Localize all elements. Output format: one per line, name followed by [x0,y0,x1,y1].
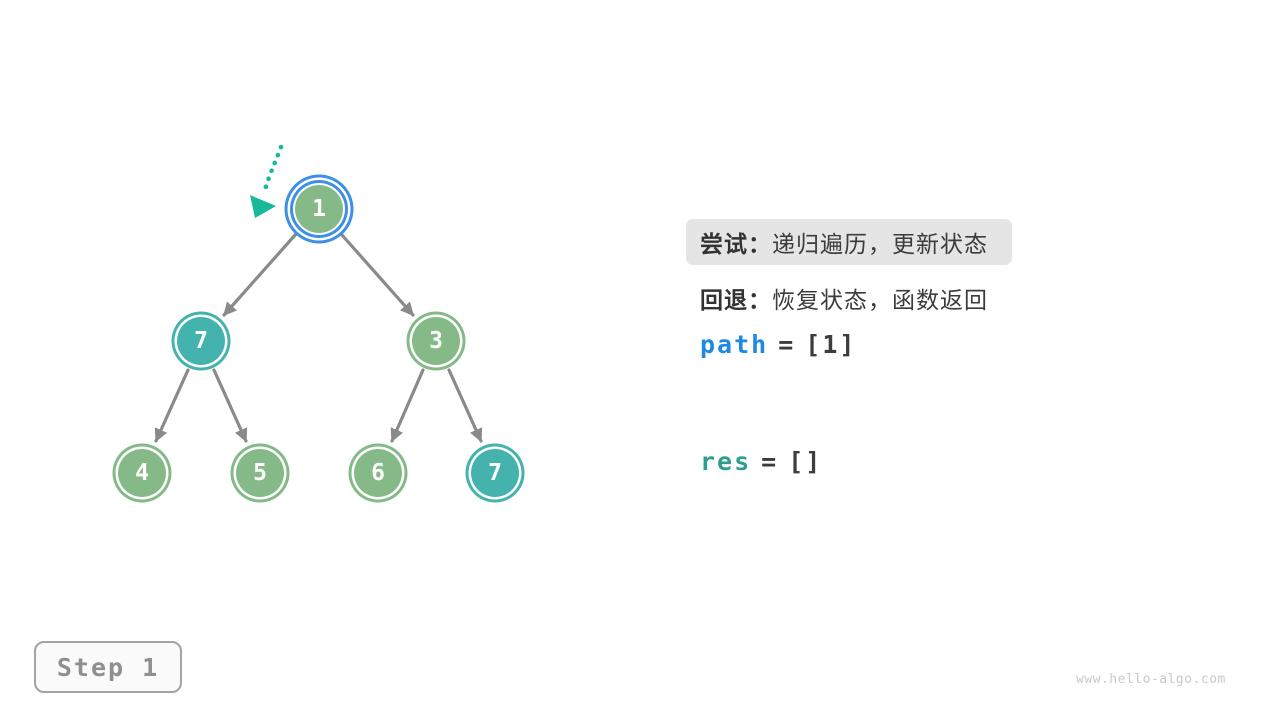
step-badge-label: Step 1 [56,652,160,682]
try-note: 尝试：递归遍历，更新状态 [686,219,1012,265]
tree-edge [212,368,248,443]
back-note-text: 恢复状态，函数返回 [772,287,988,313]
path-variable-line: path = [1] [700,330,856,359]
tree-node: 3 [412,317,460,365]
watermark: www.hello-algo.com [1076,672,1226,687]
node-value: 3 [429,328,443,354]
res-variable-name: res [700,447,752,476]
tree-edge [154,368,190,443]
tree-node: 7 [177,317,225,365]
res-variable-line: res = [] [700,447,822,476]
node-value: 4 [135,460,149,486]
equals-sign: = [778,330,796,359]
current-pointer-arrow [250,144,284,218]
tree-edge [390,368,425,443]
node-value: 5 [253,460,267,486]
node-value: 7 [488,460,502,486]
node-value: 6 [371,460,385,486]
back-note: 回退：恢复状态，函数返回 [700,281,988,315]
tree-node: 7 [471,449,519,497]
tree-node: 6 [354,449,402,497]
path-variable-name: path [700,330,769,359]
try-note-text: 递归遍历，更新状态 [772,231,988,257]
tree-edge [222,232,298,317]
tree-node: 5 [236,449,284,497]
try-note-label: 尝试： [700,231,772,257]
step-badge: Step 1 [34,641,182,693]
path-variable-value: [1] [805,330,857,359]
node-value: 7 [194,328,208,354]
tree-node-root: 1 [295,185,343,233]
tree-edge [447,368,483,443]
back-note-label: 回退： [700,287,772,313]
equals-sign: = [761,447,779,476]
tree-node: 4 [118,449,166,497]
tree-edge [340,233,415,317]
res-variable-value: [] [788,447,823,476]
node-value: 1 [312,196,326,222]
